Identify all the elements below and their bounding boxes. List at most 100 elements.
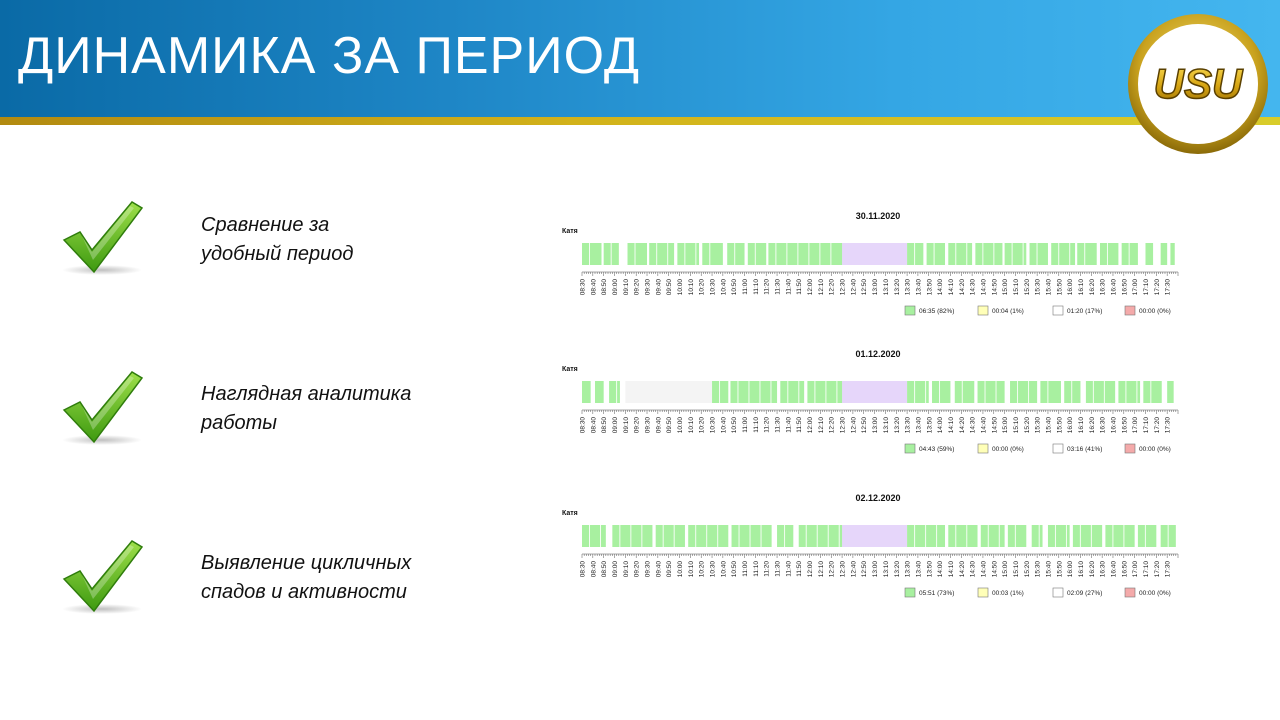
tick-label: 15:30 — [1035, 417, 1042, 434]
activity-gap — [987, 525, 989, 547]
activity-gap — [695, 525, 697, 547]
tick-label: 13:40 — [915, 279, 922, 296]
tick-label: 08:40 — [590, 561, 597, 578]
activity-gap — [914, 381, 916, 403]
tick-label: 15:20 — [1024, 279, 1031, 296]
tick-label: 15:50 — [1056, 561, 1063, 578]
activity-gap — [1092, 381, 1094, 403]
activity-segment — [907, 243, 924, 265]
tick-label: 12:20 — [829, 279, 836, 296]
activity-segment — [798, 525, 843, 547]
activity-gap — [1038, 525, 1040, 547]
activity-gap — [734, 243, 736, 265]
header-bar — [0, 0, 1280, 117]
tick-label: 10:00 — [677, 561, 684, 578]
tick-label: 15:00 — [1002, 279, 1009, 296]
activity-segment — [649, 243, 675, 265]
tick-label: 13:30 — [905, 561, 912, 578]
tick-label: 10:40 — [720, 561, 727, 578]
activity-gap — [1084, 243, 1086, 265]
tick-label: 16:50 — [1121, 279, 1128, 296]
tick-label: 09:00 — [612, 561, 619, 578]
tick-label: 12:00 — [807, 417, 814, 434]
activity-gap — [808, 243, 810, 265]
tick-label: 15:20 — [1024, 417, 1031, 434]
activity-gap — [1017, 381, 1019, 403]
activity-gap — [786, 243, 788, 265]
lunch-segment — [842, 381, 908, 403]
activity-gap — [1071, 381, 1073, 403]
tick-label: 12:00 — [807, 561, 814, 578]
activity-gap — [1112, 525, 1114, 547]
activity-gap — [825, 381, 827, 403]
tick-label: 11:00 — [742, 417, 749, 433]
tick-label: 11:30 — [775, 417, 782, 433]
activity-segment — [780, 381, 805, 403]
tick-label: 09:20 — [634, 279, 641, 296]
tick-label: 14:40 — [980, 561, 987, 578]
logo-text: USU — [1154, 60, 1244, 107]
tick-label: 16:00 — [1067, 561, 1074, 578]
activity-gap — [784, 525, 786, 547]
person-label: Катя — [562, 366, 578, 373]
tick-label: 15:30 — [1035, 561, 1042, 578]
tick-label: 10:10 — [688, 279, 695, 296]
tick-label: 09:50 — [666, 417, 673, 434]
tick-label: 11:50 — [796, 279, 803, 295]
activity-segment — [1160, 243, 1168, 265]
tick-label: 10:30 — [710, 279, 717, 296]
activity-gap — [749, 525, 751, 547]
tick-label: 15:10 — [1013, 417, 1020, 434]
feature-line: удобный период — [201, 243, 354, 265]
activity-segment — [595, 381, 604, 403]
activity-gap — [738, 525, 740, 547]
activity-segment — [807, 381, 843, 403]
activity-gap — [995, 381, 997, 403]
tick-label: 10:20 — [699, 417, 706, 434]
activity-gap — [814, 381, 816, 403]
activity-segment — [954, 381, 975, 403]
tick-label: 14:20 — [959, 561, 966, 578]
tick-label: 14:20 — [959, 279, 966, 296]
activity-gap — [939, 381, 941, 403]
tick-label: 08:30 — [580, 561, 587, 578]
activity-gap — [641, 525, 643, 547]
activity-gap — [955, 243, 957, 265]
tick-label: 11:40 — [785, 561, 792, 577]
tick-label: 11:20 — [764, 279, 771, 295]
tick-label: 09:10 — [623, 279, 630, 296]
activity-gap — [925, 525, 927, 547]
tick-label: 09:30 — [645, 561, 652, 578]
tick-label: 14:10 — [948, 561, 955, 578]
tick-label: 10:00 — [677, 279, 684, 296]
activity-segment — [1029, 243, 1048, 265]
tick-label: 14:30 — [970, 417, 977, 434]
tick-label: 12:50 — [861, 417, 868, 434]
activity-segment — [980, 525, 1005, 547]
tick-label: 13:40 — [915, 417, 922, 434]
header-stripe — [0, 117, 1280, 125]
tick-label: 11:50 — [796, 561, 803, 577]
legend-label: 00:00 (0%) — [1139, 590, 1171, 597]
activity-segment — [582, 525, 606, 547]
feature-line: Наглядная аналитика — [201, 383, 412, 405]
activity-segment — [730, 381, 778, 403]
tick-label: 16:40 — [1110, 279, 1117, 296]
activity-gap — [1047, 381, 1049, 403]
tick-label: 12:30 — [840, 417, 847, 434]
tick-label: 11:50 — [796, 417, 803, 433]
tick-label: 12:00 — [807, 279, 814, 296]
tick-label: 16:40 — [1110, 417, 1117, 434]
tick-label: 09:20 — [634, 561, 641, 578]
tick-label: 12:40 — [850, 561, 857, 578]
activity-gap — [914, 243, 916, 265]
legend-swatch — [977, 305, 989, 316]
tick-label: 11:00 — [742, 279, 749, 295]
activity-segment — [1007, 525, 1027, 547]
activity-gap — [673, 525, 675, 547]
legend-swatch — [904, 443, 916, 454]
activity-gap — [1144, 525, 1146, 547]
